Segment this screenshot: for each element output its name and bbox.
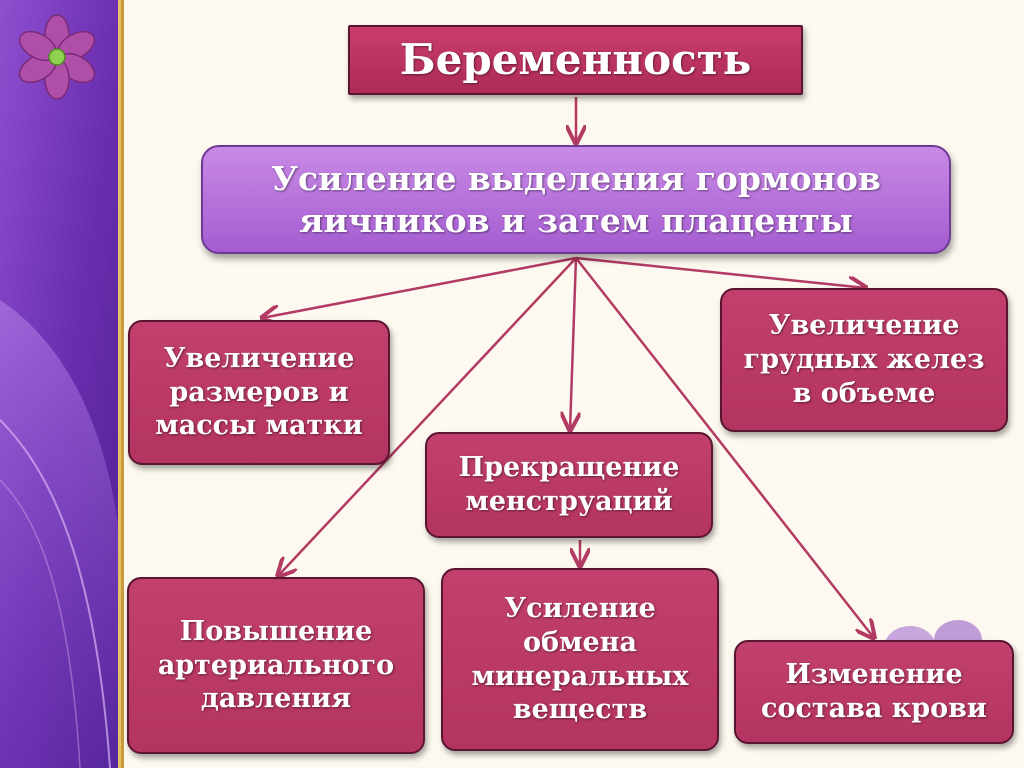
arrow-to-uterus xyxy=(262,256,577,318)
decorative-sidebar xyxy=(0,0,124,768)
effect-menstruation-box: Прекращение менструаций xyxy=(425,432,713,538)
arrow-to-breast xyxy=(575,256,866,288)
effect-blood-box: Изменение состава крови xyxy=(734,640,1014,744)
flower-icon xyxy=(18,14,96,100)
effect-pressure-box: Повышение артериального давления xyxy=(127,577,425,754)
effect-minerals-box: Усиление обмена минеральных веществ xyxy=(441,568,719,751)
effect-breast-box: Увеличение грудных желез в объеме xyxy=(720,288,1008,432)
effect-uterus-box: Увеличение размеров и массы матки xyxy=(128,320,390,465)
title-box: Беременность xyxy=(348,25,803,95)
cause-box: Усиление выделения гормонов яичников и з… xyxy=(201,145,951,254)
arrow-to-menstruation xyxy=(570,257,576,430)
